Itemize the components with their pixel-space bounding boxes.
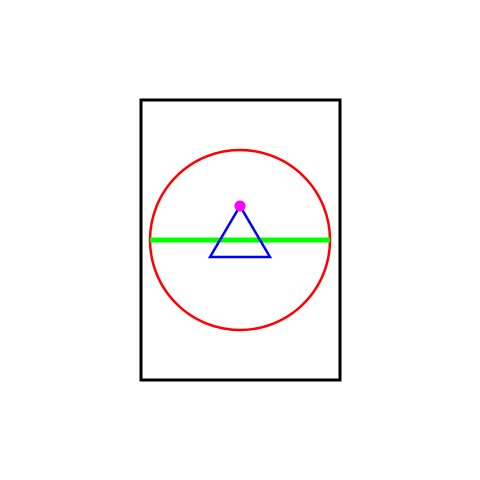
apex-dot [234,200,246,212]
triangle [207,203,273,259]
outer-rectangle [139,98,342,382]
